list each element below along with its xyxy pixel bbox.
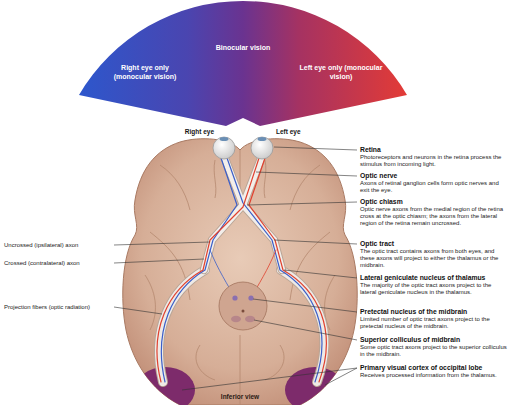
callout-body: Photoreceptors and neurons in the retina…	[360, 154, 508, 168]
field-label: Left eye only (monocular vision)	[298, 64, 384, 81]
visual-field-fan	[79, 1, 407, 126]
leader-line	[274, 147, 357, 150]
midbrain	[219, 282, 267, 330]
iris	[258, 137, 267, 141]
radiation-band	[281, 270, 324, 382]
axon-label: Projection fibers (optic radiation)	[4, 303, 112, 311]
callout-heading: Optic nerve	[360, 172, 508, 180]
callout-body: Some optic tract axons project to the su…	[360, 344, 508, 358]
callout-heading: Lateral geniculate nucleus of thalamus	[360, 274, 508, 282]
axons	[157, 158, 326, 382]
leader-line	[247, 202, 357, 205]
uncrossed-axon	[249, 158, 326, 382]
superior-colliculus	[231, 316, 241, 322]
uncrossed-axon	[161, 158, 237, 382]
superior-colliculus	[245, 316, 255, 322]
crossed-axon	[157, 158, 259, 382]
brain-inferior	[123, 139, 357, 405]
sulcus	[145, 275, 155, 330]
callout-heading: Pretectal nucleus of the midbrain	[360, 308, 508, 316]
callout-heading: Optic chiasm	[360, 198, 508, 206]
field-label: Right eye only (monocular vision)	[102, 64, 188, 81]
leader-line	[284, 270, 357, 278]
eyeball	[213, 137, 235, 159]
leader-line	[182, 368, 357, 390]
leader-line	[114, 242, 210, 245]
leader-line	[274, 240, 357, 244]
view-label: Inferior view	[210, 393, 270, 401]
leader-line	[254, 320, 357, 340]
iris	[220, 137, 229, 141]
callout-heading: Optic tract	[360, 240, 508, 248]
primary-visual-cortex	[135, 367, 345, 405]
leader-line	[114, 307, 162, 314]
sulcus	[196, 345, 215, 380]
crossed-axon	[227, 158, 322, 382]
radiation-outline	[281, 270, 324, 382]
callout-body: The majority of the optic tract axons pr…	[360, 282, 508, 296]
callout-body: Axons of retinal ganglion cells form opt…	[360, 180, 508, 194]
optic-nerve	[224, 156, 262, 205]
midbrain-section	[219, 282, 267, 330]
cerebral-aqueduct	[242, 310, 245, 313]
olfactory-sulcus	[264, 160, 266, 198]
callout-body: Limited number of optic tract axons proj…	[360, 316, 508, 330]
pretectal-nucleus	[248, 295, 253, 300]
pretectal-nucleus	[232, 295, 237, 300]
leader-line	[253, 299, 357, 312]
eye-label: Right eye	[166, 128, 214, 136]
leader-lines	[114, 147, 357, 390]
callout-body: The optic tract contains axons from both…	[360, 248, 508, 269]
eyes	[213, 137, 273, 159]
callout-body: Optic nerve axons from the medial region…	[360, 206, 508, 227]
eye-label: Left eye	[276, 128, 324, 136]
leader-line	[256, 172, 357, 176]
brain-sulci	[145, 150, 335, 405]
sulcus	[265, 345, 284, 380]
leader-line	[325, 368, 357, 385]
callout-heading: Superior colliculus of midbrain	[360, 336, 508, 344]
sulcus	[160, 165, 190, 210]
axon-label: Crossed (contralateral) axon	[4, 259, 112, 267]
field-label: Binocular vision	[198, 44, 288, 53]
olfactory-sulcus	[214, 160, 216, 198]
optic-nerves-tracts	[204, 156, 282, 270]
eyeball	[251, 137, 273, 159]
axon-label: Uncrossed (ipsilateral) axon	[4, 241, 112, 249]
callout-heading: Retina	[360, 146, 508, 154]
callout-heading: Primary visual cortex of occipital lobe	[360, 364, 508, 372]
nerve-outline	[224, 156, 262, 205]
leader-line	[114, 259, 204, 263]
callout-body: Receives processed information from the …	[360, 372, 508, 379]
